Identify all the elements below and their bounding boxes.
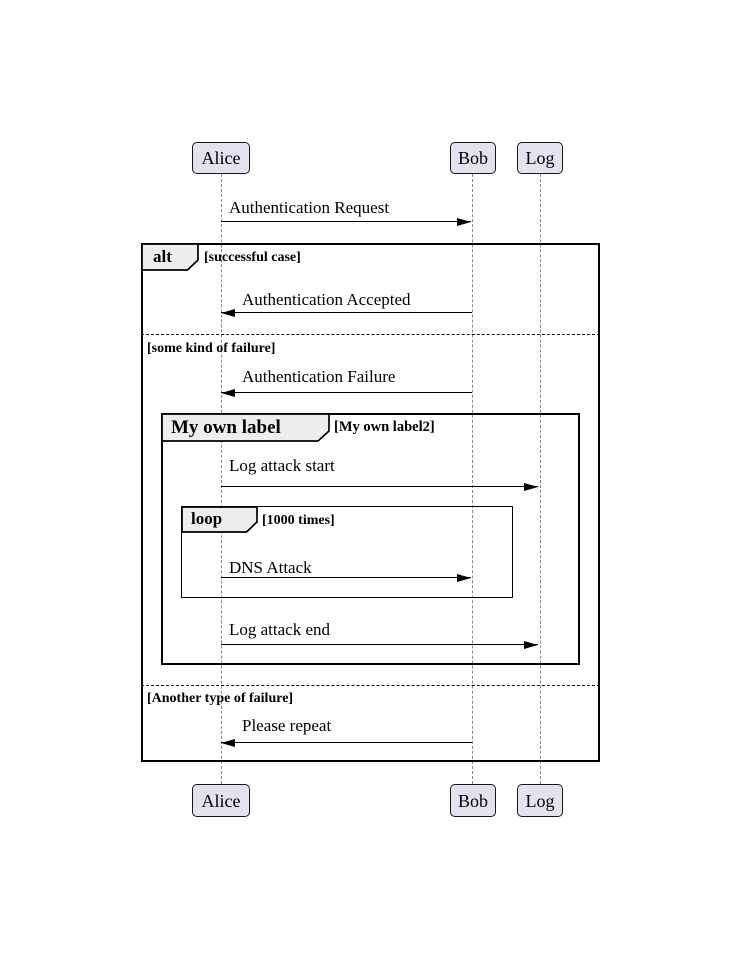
actor-alice-bottom-label: Alice <box>201 790 241 811</box>
alt-divider-1 <box>141 334 600 335</box>
alt-frame-guard: [successful case] <box>204 250 301 265</box>
custom-frame-label-shape <box>161 413 330 442</box>
arrowhead-right-icon <box>524 482 538 491</box>
loop-frame-keyword: loop <box>191 509 223 528</box>
message-arrow-log-attack-start <box>221 482 538 492</box>
actor-bob-bottom: Bob <box>450 784 496 817</box>
actor-bob-top-label: Bob <box>457 148 488 168</box>
message-arrow-log-attack-end <box>221 640 538 650</box>
alt-divider-2 <box>141 685 600 686</box>
message-label-log-attack-start: Log attack start <box>229 456 335 475</box>
arrowhead-right-icon <box>524 640 538 649</box>
loop-frame <box>181 506 513 598</box>
arrowhead-left-icon <box>221 388 235 397</box>
message-label-log-attack-end: Log attack end <box>229 620 331 639</box>
lifeline-bob <box>472 174 473 784</box>
arrowhead-left-icon <box>221 308 235 317</box>
actor-log-bottom: Log <box>517 784 563 817</box>
custom-frame-guard: [My own label2] <box>334 419 435 435</box>
loop-frame-guard: [1000 times] <box>262 513 335 528</box>
message-label-auth-failure: Authentication Failure <box>242 367 396 386</box>
actor-alice-top: Alice <box>192 142 250 174</box>
message-arrow-auth-accepted <box>221 308 472 318</box>
actor-bob-top: Bob <box>450 142 496 174</box>
actor-log-top: Log <box>517 142 563 174</box>
lifeline-alice <box>220 174 222 784</box>
custom-frame <box>161 413 580 665</box>
message-arrow-please-repeat <box>221 738 472 748</box>
alt-else-label-1: [some kind of failure] <box>147 341 276 356</box>
arrowhead-left-icon <box>221 738 235 747</box>
actor-log-top-label: Log <box>525 148 555 168</box>
actor-log-bottom-label: Log <box>525 790 555 811</box>
message-label-auth-request: Authentication Request <box>229 198 390 217</box>
alt-frame <box>141 243 600 762</box>
arrowhead-right-icon <box>457 217 471 226</box>
lifeline-log <box>539 174 541 784</box>
actor-alice-top-label: Alice <box>201 148 241 168</box>
message-label-please-repeat: Please repeat <box>242 716 332 735</box>
message-arrow-dns-attack <box>221 573 471 583</box>
message-label-auth-accepted: Authentication Accepted <box>242 290 411 309</box>
alt-frame-label-shape <box>141 243 199 271</box>
actor-bob-bottom-label: Bob <box>457 790 488 811</box>
message-label-dns-attack: DNS Attack <box>229 558 312 577</box>
custom-frame-keyword: My own label <box>171 417 281 438</box>
alt-frame-keyword: alt <box>153 247 172 266</box>
arrowhead-right-icon <box>457 573 471 582</box>
message-arrow-auth-failure <box>221 388 472 398</box>
actor-alice-bottom: Alice <box>192 784 250 817</box>
alt-else-label-2: [Another type of failure] <box>147 691 294 706</box>
message-arrow-auth-request <box>221 217 471 227</box>
loop-frame-label-shape <box>181 506 258 533</box>
